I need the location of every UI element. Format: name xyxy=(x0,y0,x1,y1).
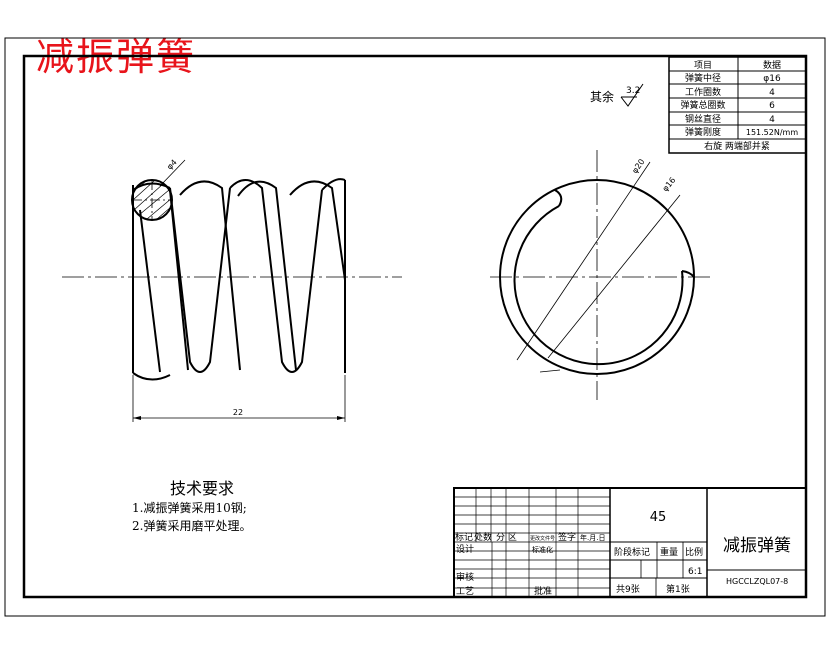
tb-label: 批准 xyxy=(534,585,552,597)
params-footer: 右旋 两端部并紧 xyxy=(704,140,770,152)
tb-label: 工艺 xyxy=(456,586,474,597)
roughness-symbol: 其余 3.2 xyxy=(590,83,644,107)
inner-frame xyxy=(22,54,808,599)
tb-label: 标记 xyxy=(455,531,473,543)
param-value: 4 xyxy=(769,115,775,125)
tb-sheet-no: 第1张 xyxy=(666,583,690,595)
title-block xyxy=(453,487,807,598)
param-value: 4 xyxy=(769,88,775,98)
param-label: 工作圈数 xyxy=(685,86,721,98)
tb-label: 签字 xyxy=(558,531,576,543)
tb-label: 年.月.日 xyxy=(580,533,605,542)
tb-label: 比例 xyxy=(685,546,703,558)
tb-label: 标准化 xyxy=(532,545,553,554)
spring-side-view xyxy=(62,159,402,422)
param-label: 弹簧刚度 xyxy=(685,126,721,138)
tb-part-name: 减振弹簧 xyxy=(723,536,791,556)
tb-sheets-total: 共9张 xyxy=(616,584,640,595)
tb-label: 重量 xyxy=(660,546,678,558)
param-label: 钢丝直径 xyxy=(685,113,721,125)
params-table xyxy=(668,56,807,154)
wire-dia-dim: φ4 xyxy=(165,158,179,172)
param-value: φ16 xyxy=(763,74,781,84)
tb-drawing-no: HGCCLZQL07-8 xyxy=(726,577,788,586)
param-label: 弹簧中径 xyxy=(685,72,721,84)
tb-label: 设计 xyxy=(456,543,474,555)
param-value: 151.52N/mm xyxy=(746,128,798,137)
roughness-value: 3.2 xyxy=(626,86,640,96)
tb-label: 处数 xyxy=(474,531,492,543)
tb-label: 更改文件号 xyxy=(530,535,555,542)
param-value: 6 xyxy=(769,101,775,111)
params-header-data: 数据 xyxy=(763,59,781,71)
tech-req-item: 1.减振弹簧采用10钢; xyxy=(132,500,247,515)
tech-req-item: 2.弹簧采用磨平处理。 xyxy=(132,518,251,533)
length-dim: 22 xyxy=(233,408,243,417)
param-label: 弹簧总圈数 xyxy=(680,99,725,111)
params-header-item: 项目 xyxy=(694,60,712,71)
roughness-label: 其余 xyxy=(590,89,614,104)
spring-end-view xyxy=(490,150,712,400)
tech-req-title: 技术要求 xyxy=(170,479,234,498)
tb-label: 阶段标记 xyxy=(614,546,650,558)
tb-material: 45 xyxy=(650,510,667,525)
tb-scale: 6:1 xyxy=(688,567,702,577)
tb-label: 审核 xyxy=(456,571,474,583)
outer-dia-dim: φ20 xyxy=(630,157,646,175)
inner-dia-dim: φ16 xyxy=(661,176,678,194)
outer-border xyxy=(4,37,826,617)
tb-label: 分 区 xyxy=(496,532,517,543)
